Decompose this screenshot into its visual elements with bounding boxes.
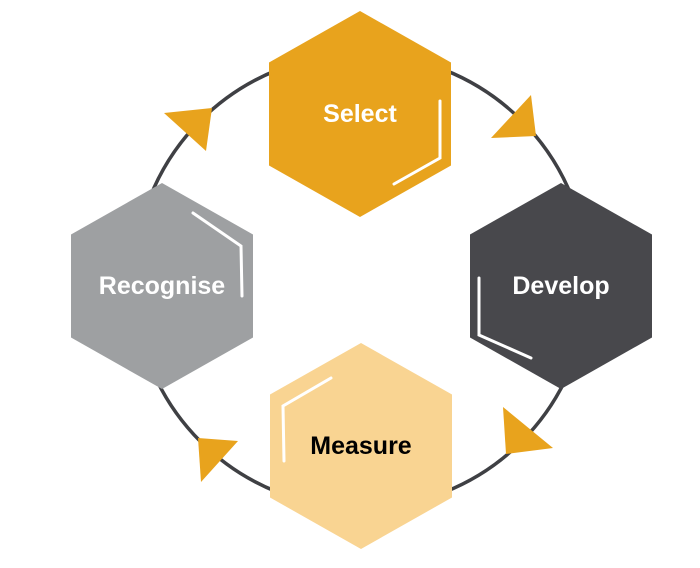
arrow-recognise-to-select-icon (164, 108, 212, 151)
arrow-select-to-develop-icon (491, 95, 536, 138)
hexagon-label-develop: Develop (512, 272, 609, 300)
hexagon-select (269, 11, 451, 217)
accent-line-develop (477, 276, 533, 360)
hexagon-label-measure: Measure (310, 432, 412, 460)
arrow-develop-to-measure-icon (503, 407, 553, 454)
hexagon-measure (270, 343, 452, 549)
hexagon-label-select: Select (323, 100, 397, 128)
hexagon-develop (470, 183, 652, 389)
hexagon-recognise (71, 183, 253, 389)
accent-line-measure (281, 376, 333, 463)
accent-line-recognise (191, 211, 244, 298)
accent-line-select (392, 99, 442, 186)
hexagon-label-recognise: Recognise (99, 272, 226, 300)
arrow-measure-to-recognise-icon (198, 438, 238, 482)
